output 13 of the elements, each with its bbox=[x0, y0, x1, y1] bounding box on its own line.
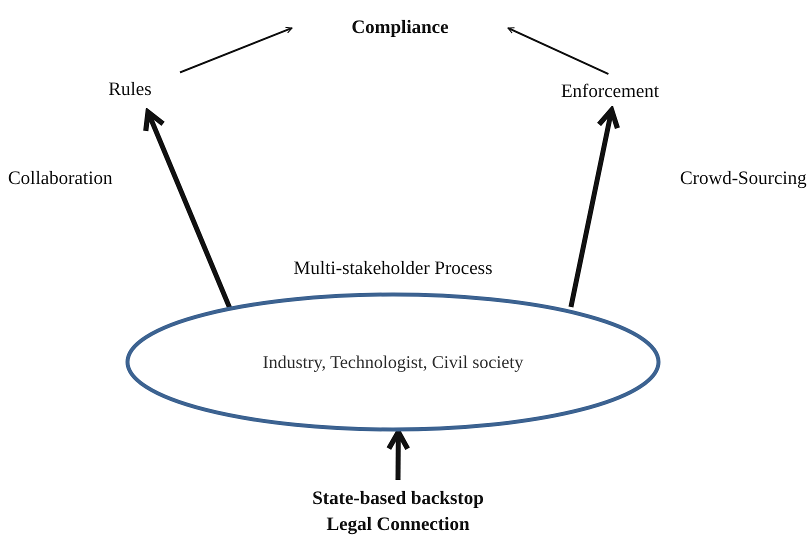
ellipse-text: Industry, Technologist, Civil society bbox=[262, 351, 524, 374]
stakeholder-ellipse bbox=[125, 292, 661, 432]
concept-label: State-based backstop Legal Connection bbox=[293, 480, 503, 544]
concept-label: Rules bbox=[80, 68, 180, 112]
arrow bbox=[568, 107, 620, 308]
arrow bbox=[507, 27, 609, 75]
concept-label: Enforcement bbox=[530, 74, 690, 110]
arrow bbox=[143, 109, 232, 310]
arrow bbox=[180, 26, 293, 74]
concept-label: Compliance bbox=[292, 13, 508, 43]
process-caption: Multi-stakeholder Process bbox=[293, 258, 493, 280]
arrow bbox=[386, 429, 410, 480]
edge-label: Crowd-Sourcing bbox=[680, 168, 807, 190]
